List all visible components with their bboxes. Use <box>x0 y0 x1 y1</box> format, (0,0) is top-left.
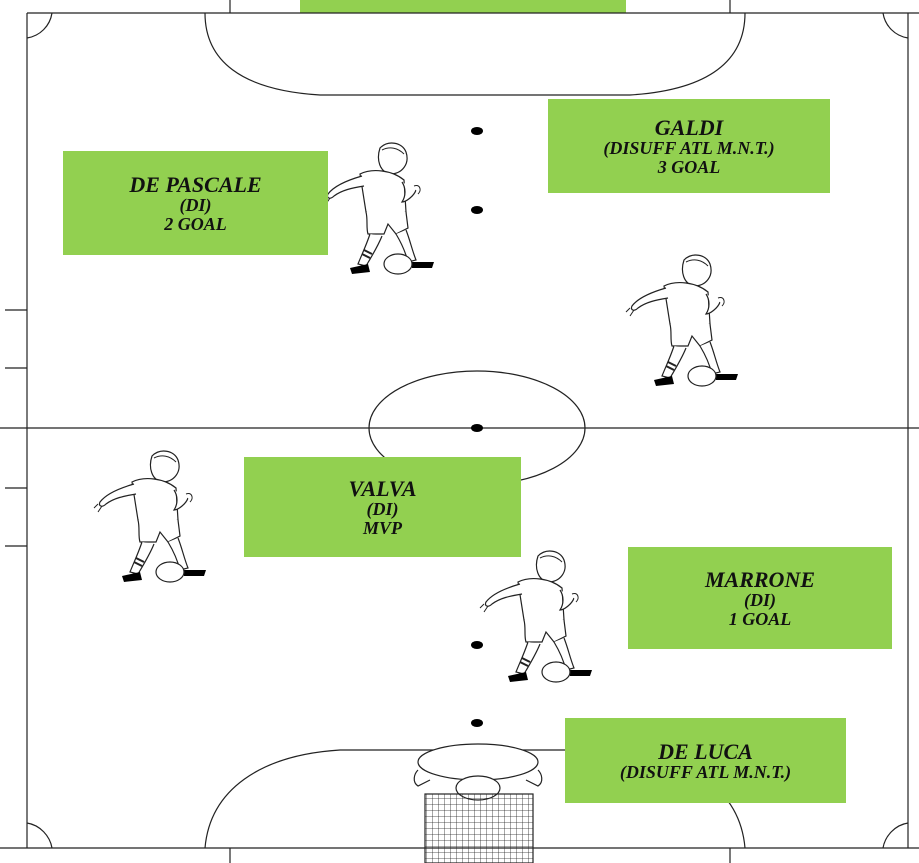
player-name: VALVA <box>348 475 417 501</box>
player-icon <box>479 550 593 683</box>
label-de-luca: DE LUCA (DISUFF ATL M.N.T.) <box>565 718 846 803</box>
player-name: DE LUCA <box>658 738 753 764</box>
player-role: (DI) <box>179 194 212 215</box>
player-stat: 2 GOAL <box>164 213 227 234</box>
player-name: MARRONE <box>704 566 816 592</box>
corner-arc-bottom-left <box>26 822 53 849</box>
penalty-spot-bottom <box>471 719 483 727</box>
player-name: GALDI <box>654 114 724 140</box>
player-role: (DISUFF ATL M.N.T.) <box>603 137 775 158</box>
player-stat: 1 GOAL <box>728 608 792 629</box>
label-marrone: MARRONE (DI) 1 GOAL <box>628 547 892 649</box>
penalty-spot-top <box>471 127 483 135</box>
player-role: (DI) <box>366 498 399 519</box>
goal-net-icon <box>424 793 534 863</box>
label-valva: VALVA (DI) MVP <box>244 457 521 557</box>
corner-arc-top-left <box>26 12 53 39</box>
penalty-spots <box>471 127 483 727</box>
top-label-strip <box>300 0 626 13</box>
second-spot-top <box>471 206 483 214</box>
player-name: DE PASCALE <box>129 171 262 197</box>
player-role: (DI) <box>744 589 776 610</box>
second-spot-bottom <box>471 641 483 649</box>
player-icon <box>321 142 435 275</box>
corner-arc-bottom-right <box>882 822 909 849</box>
player-icon <box>93 450 207 583</box>
player-icon <box>625 254 739 387</box>
center-spot <box>471 424 483 432</box>
player-role: (DISUFF ATL M.N.T.) <box>619 761 792 782</box>
top-penalty-area <box>204 12 746 96</box>
player-stat: MVP <box>362 517 402 538</box>
corner-arc-top-right <box>882 12 909 39</box>
label-de-pascale: DE PASCALE (DI) 2 GOAL <box>63 151 328 255</box>
player-stat: 3 GOAL <box>657 156 721 177</box>
label-galdi: GALDI (DISUFF ATL M.N.T.) 3 GOAL <box>548 99 830 193</box>
goalkeeper-icon <box>413 743 543 801</box>
